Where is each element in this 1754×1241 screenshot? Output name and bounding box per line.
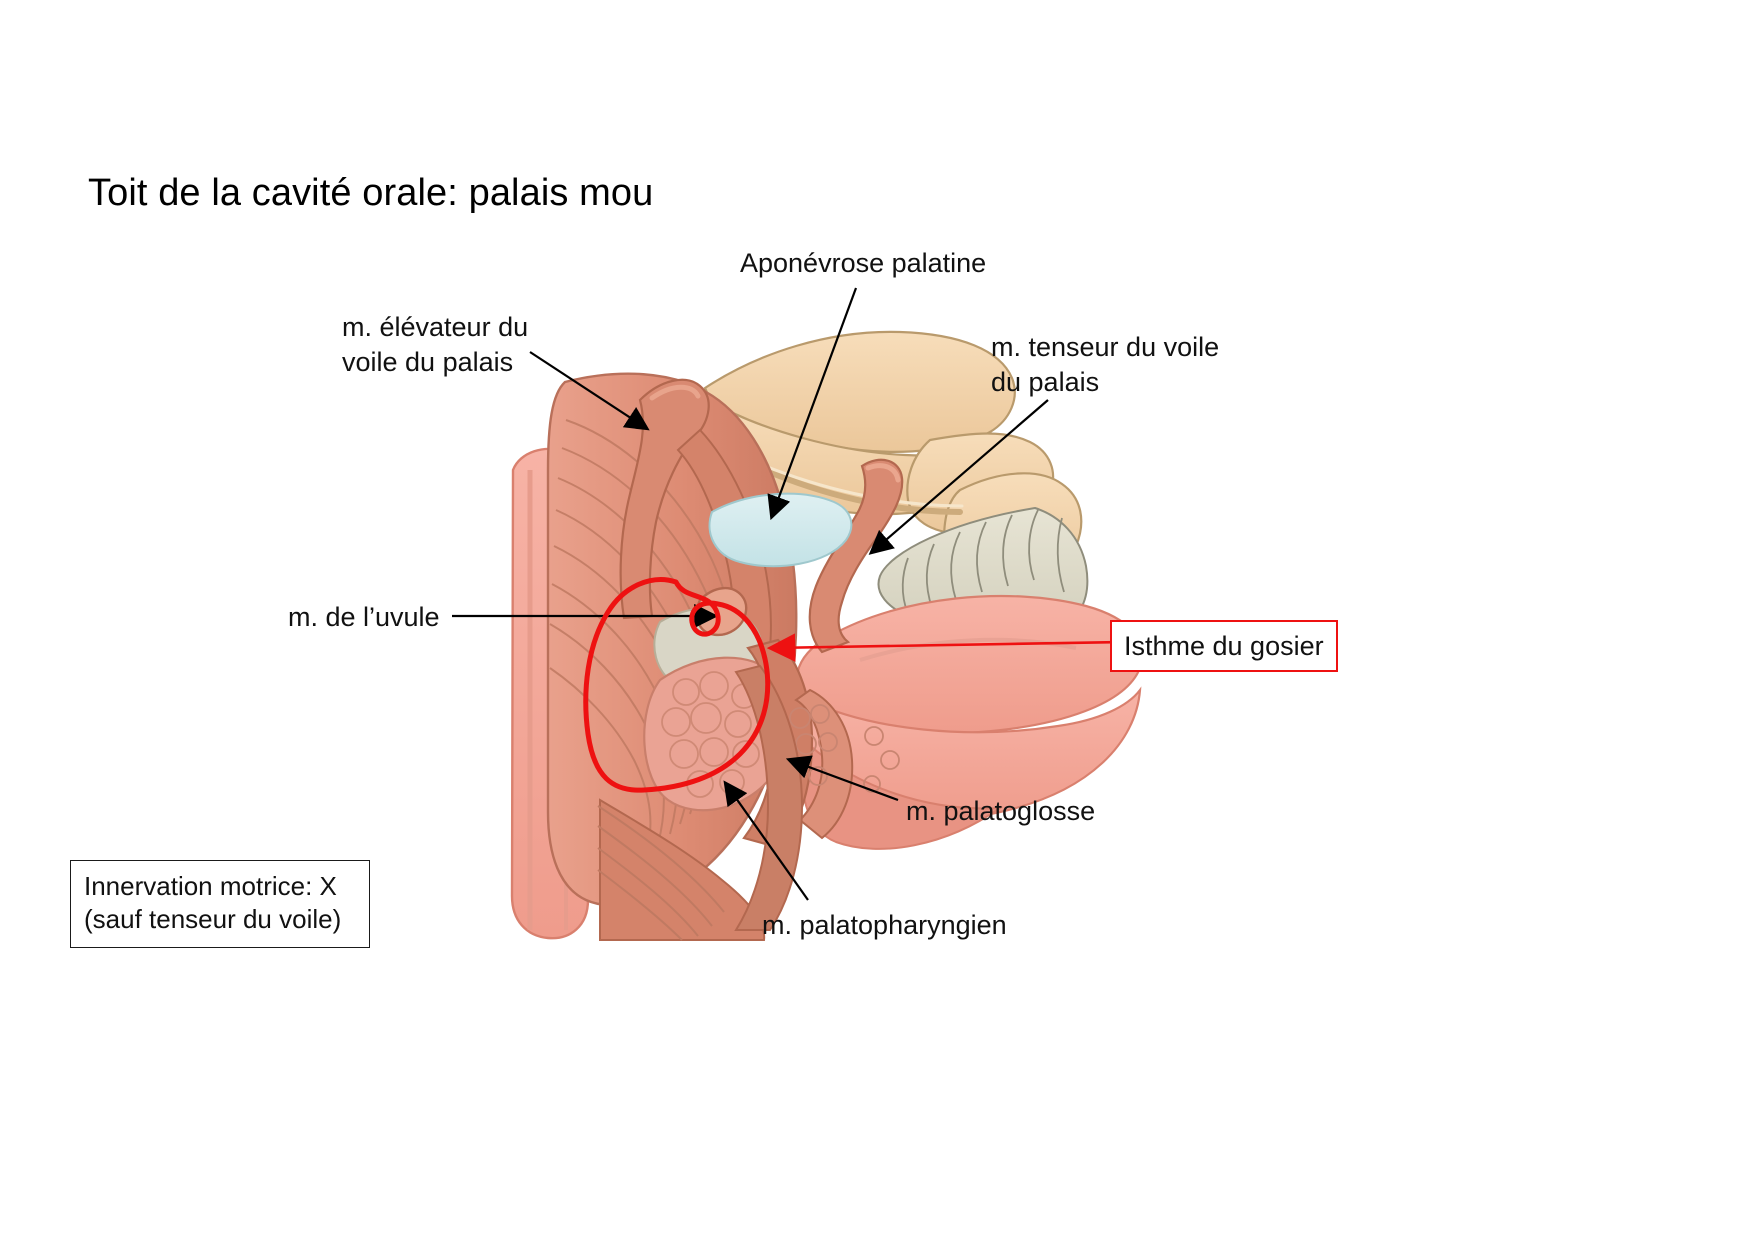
callout-innervation-motrice: Innervation motrice: X (sauf tenseur du …	[70, 860, 370, 948]
label-palatopharyngien: m. palatopharyngien	[762, 910, 1007, 940]
label-elevateur-voile-du-palais: m. élévateur du voile du palais	[342, 312, 529, 377]
label-aponevrose-palatine: Aponévrose palatine	[740, 248, 987, 278]
page-title: Toit de la cavité orale: palais mou	[88, 172, 654, 214]
label-muscle-de-luvule: m. de l’uvule	[288, 602, 440, 632]
callout-isthme-du-gosier: Isthme du gosier	[1110, 620, 1338, 672]
label-palatoglosse: m. palatoglosse	[906, 796, 1096, 826]
label-tenseur-voile-du-palais: m. tenseur du voile du palais	[991, 332, 1220, 397]
